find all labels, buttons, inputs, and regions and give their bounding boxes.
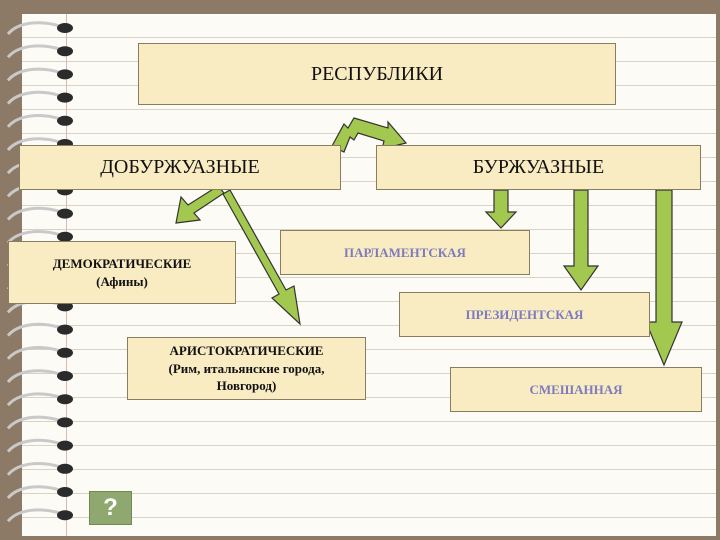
aristocratic-example-line2: Новгород) <box>216 378 277 394</box>
aristocratic-example-line1: (Рим, итальянские города, <box>168 360 325 376</box>
democratic-example: (Афины) <box>96 273 148 289</box>
aristocratic-label: АРИСТОКРАТИЧЕСКИЕ <box>169 343 324 359</box>
question-icon: ? <box>103 494 118 521</box>
republics-title: РЕСПУБЛИКИ <box>310 62 444 85</box>
parliamentary-link[interactable]: ПАРЛАМЕНТСКАЯ <box>344 244 466 260</box>
pre-bourgeois-label: ДОБУРЖУАЗНЫЕ <box>100 156 260 178</box>
presidential-link[interactable]: ПРЕЗИДЕНТСКАЯ <box>465 306 584 322</box>
pre-bourgeois-box: ДОБУРЖУАЗНЫЕ <box>19 145 341 190</box>
democratic-label: ДЕМОКРАТИЧЕСКИЕ <box>52 255 192 271</box>
mixed-box[interactable]: СМЕШАННАЯ <box>450 367 702 412</box>
bourgeois-box: БУРЖУАЗНЫЕ <box>376 145 701 190</box>
republics-title-box: РЕСПУБЛИКИ <box>138 43 616 105</box>
bourgeois-label: БУРЖУАЗНЫЕ <box>472 156 605 178</box>
mixed-link[interactable]: СМЕШАННАЯ <box>529 381 623 397</box>
aristocratic-box: АРИСТОКРАТИЧЕСКИЕ (Рим, итальянские горо… <box>127 337 366 400</box>
parliamentary-box[interactable]: ПАРЛАМЕНТСКАЯ <box>280 230 530 275</box>
presidential-box[interactable]: ПРЕЗИДЕНТСКАЯ <box>399 292 650 337</box>
help-button[interactable]: ? <box>89 491 132 525</box>
democratic-box: ДЕМОКРАТИЧЕСКИЕ (Афины) <box>8 241 236 304</box>
